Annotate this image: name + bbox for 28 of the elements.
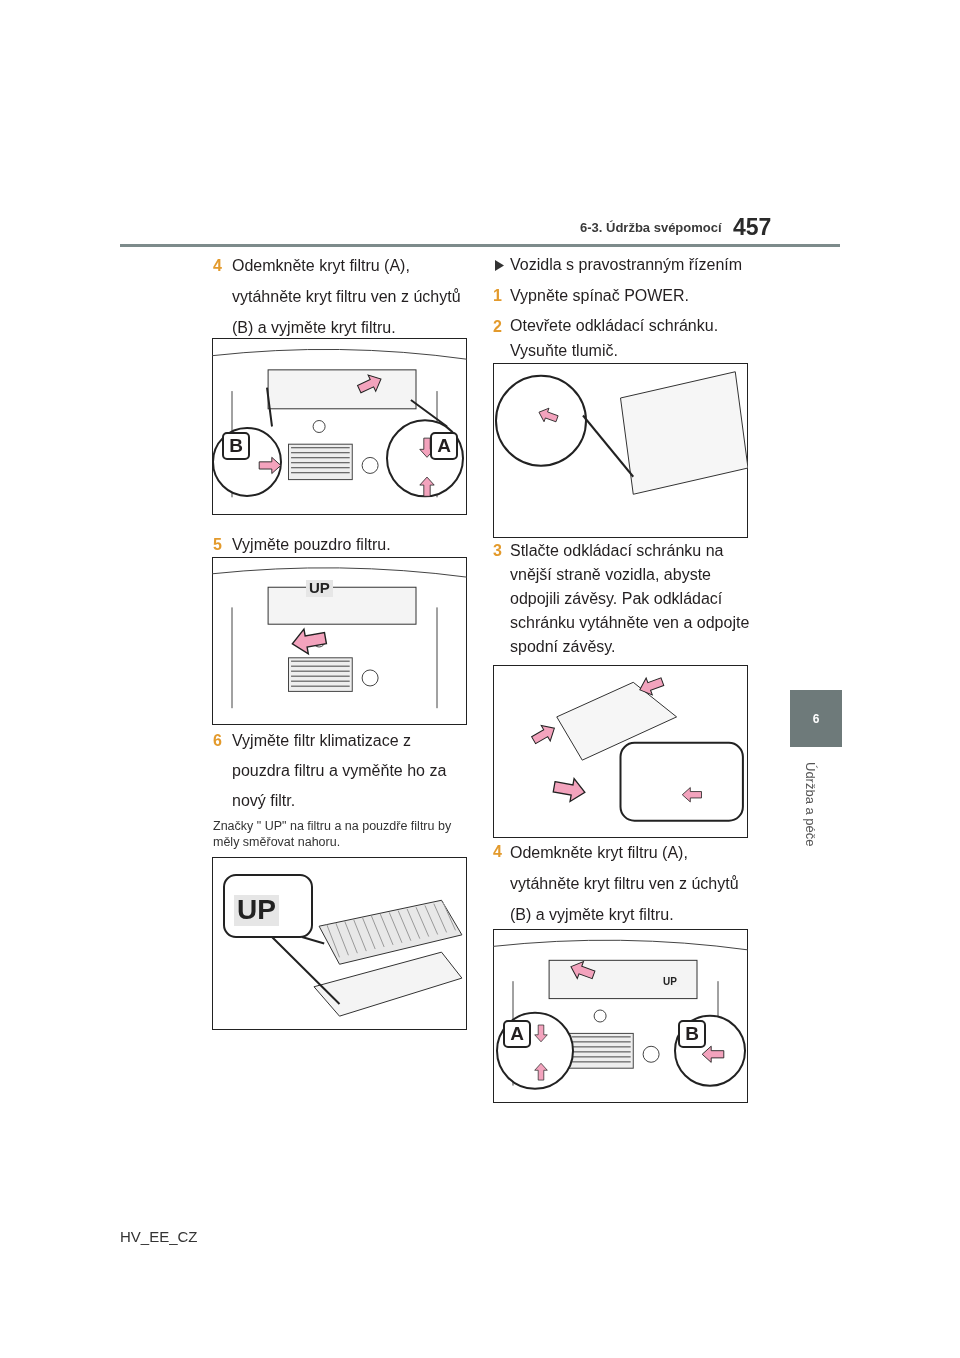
instruction-text: Stlačte odkládací schránku na vnější straně vozidla, abyste odpojili závěsy. Pak odkládací schránku vytáhněte ven a odpojte spodní závěsy. xyxy=(510,541,751,657)
callout-letter: A xyxy=(503,1020,531,1048)
step-number: 4 xyxy=(213,257,222,275)
up-marking: UP xyxy=(234,895,279,926)
chapter-tab-label: Údržba a péče xyxy=(803,762,818,847)
up-marking: UP xyxy=(660,976,680,987)
step-number: 6 xyxy=(213,732,222,750)
callout-letter: B xyxy=(678,1020,706,1048)
callout-letter: B xyxy=(222,432,250,460)
step-number: 3 xyxy=(493,542,502,560)
note-text: Značky " UP" na filtru a na pouzdře filtru by měly směřovat nahoru. xyxy=(213,818,453,850)
instruction-text: Vyjměte filtr klimatizace z pouzdra filtru a vyměňte ho za nový filtr. xyxy=(232,731,448,811)
section-header: 6-3. Údržba svépomocí xyxy=(580,220,722,235)
step-number: 2 xyxy=(493,318,502,336)
instruction-text: Odemkněte kryt filtru (A), vytáhněte kryt filtru ven z úchytů (B) a vyjměte kryt filtru. xyxy=(232,256,462,338)
chapter-tab: 6 xyxy=(790,690,842,747)
instruction-text: Odemkněte kryt filtru (A), vytáhněte kryt filtru ven z úchytů (B) a vyjměte kryt filtru. xyxy=(510,843,740,925)
instruction-text: Vypněte spínač POWER. xyxy=(510,286,691,306)
up-marking: UP xyxy=(306,580,333,597)
instruction-text: Otevřete odkládací schránku. Vysuňte tlumič. xyxy=(510,316,720,361)
instruction-text: Vyjměte pouzdro filtru. xyxy=(232,535,392,555)
instruction-text: Vozidla s pravostranným řízením xyxy=(510,255,744,275)
step-number: 1 xyxy=(493,287,502,305)
footer-code: HV_EE_CZ xyxy=(120,1228,198,1245)
page-number: 457 xyxy=(733,214,772,241)
step-number: 5 xyxy=(213,536,222,554)
step-number: 4 xyxy=(493,843,502,861)
callout-letter: A xyxy=(430,432,458,460)
